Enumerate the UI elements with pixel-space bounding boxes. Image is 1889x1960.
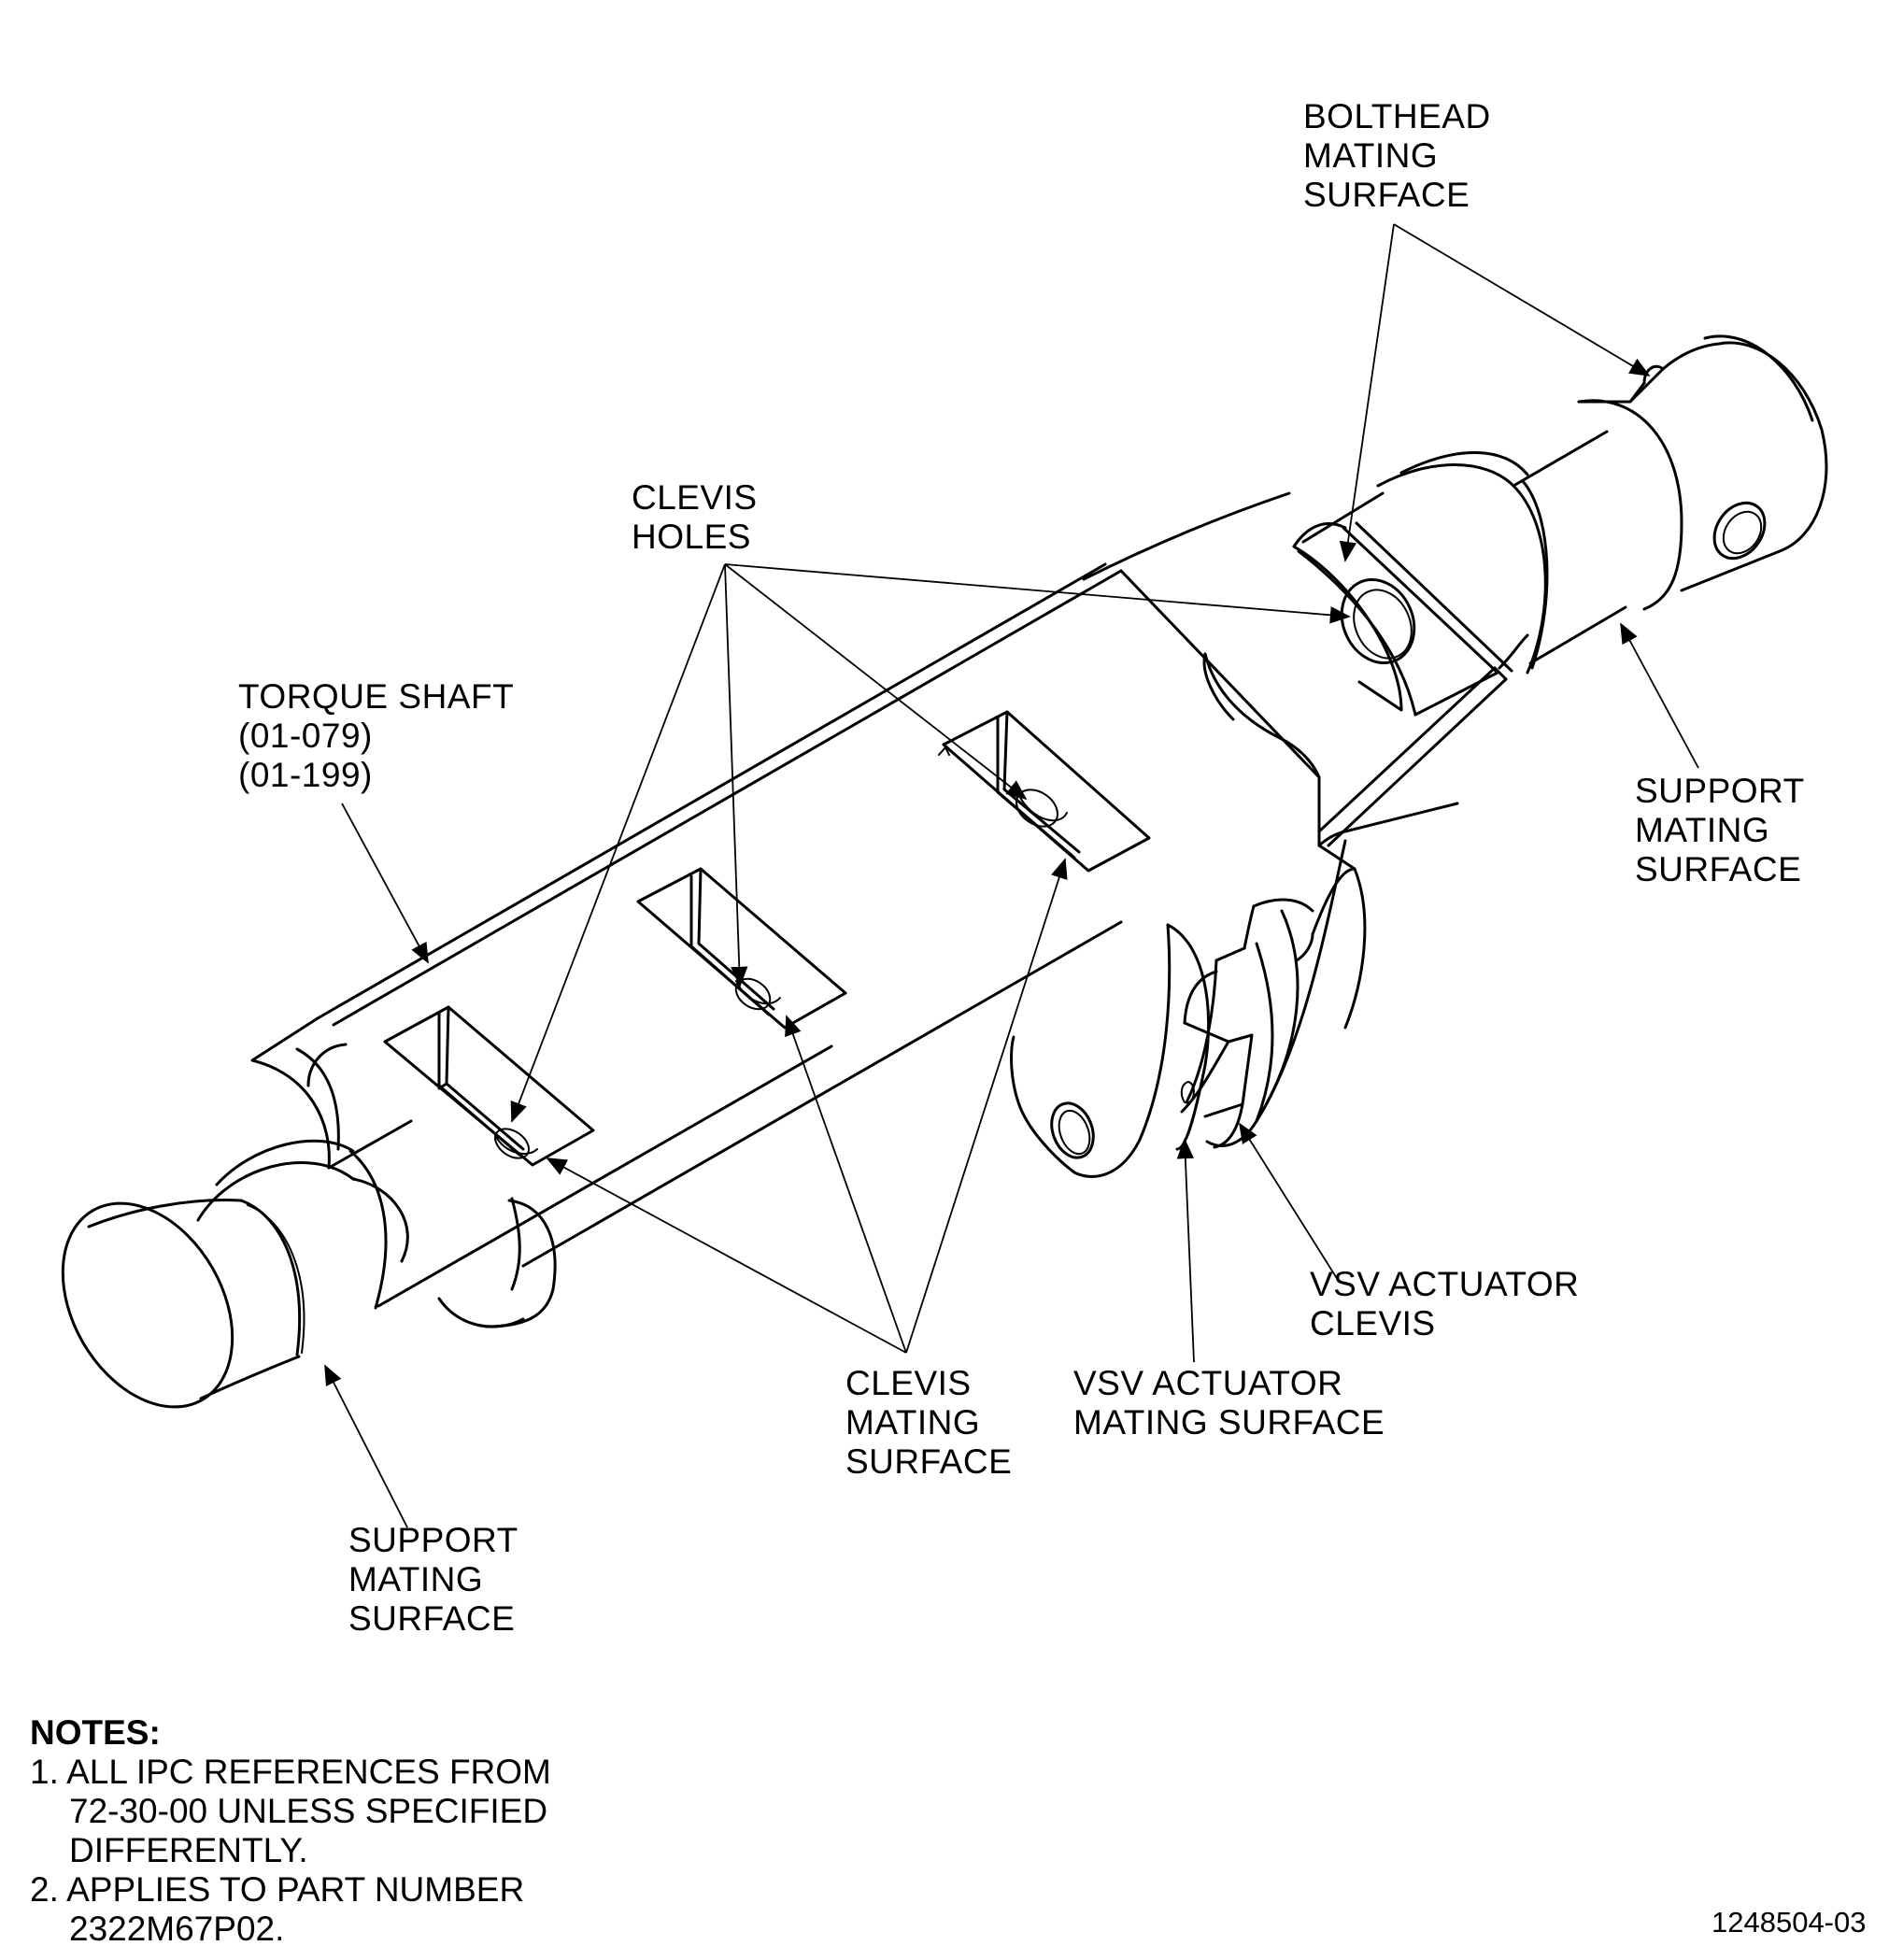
leader-lines [324, 223, 1699, 1528]
note-1-line-1: 1. ALL IPC REFERENCES FROM [30, 1753, 551, 1791]
figure-number: 1248504-03 [1711, 1906, 1867, 1939]
notes-title: NOTES: [30, 1713, 161, 1752]
notes-block: NOTES: 1. ALL IPC REFERENCES FROM 72-30-… [30, 1713, 551, 1949]
right-boss [1292, 451, 1549, 717]
clevis-slot-right [938, 710, 1151, 873]
note-1-line-2: 72-30-00 UNLESS SPECIFIED [69, 1792, 548, 1830]
torque-shaft-label: TORQUE SHAFT(01-079)(01-199) [238, 677, 515, 794]
note-2-line-1: 2. APPLIES TO PART NUMBER [30, 1870, 525, 1909]
clevis-slot-middle [636, 867, 847, 1030]
clevis-slot-left [383, 1005, 595, 1167]
right-journal [1512, 334, 1828, 665]
left-journal [61, 1139, 388, 1409]
note-1-line-3: DIFFERENTLY. [69, 1831, 308, 1869]
torque-shaft-body [250, 491, 1508, 1328]
note-2-line-2: 2322M67P02. [69, 1910, 285, 1948]
